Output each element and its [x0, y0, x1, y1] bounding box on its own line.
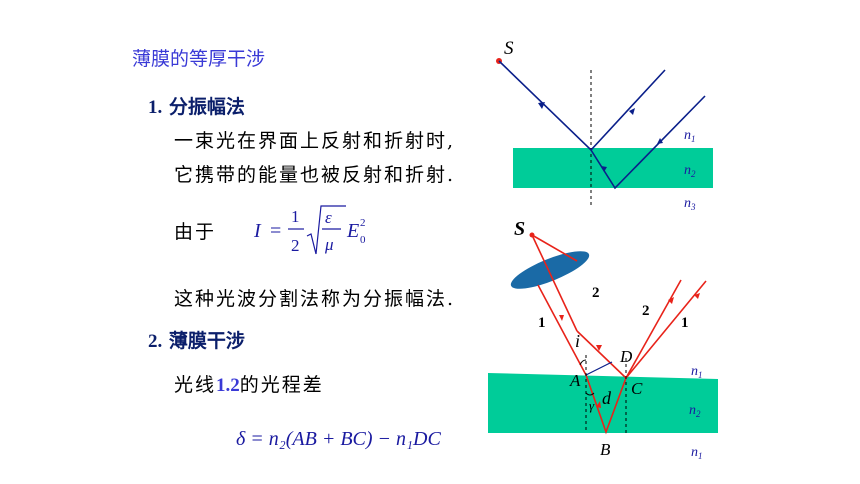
- source-point: [529, 232, 535, 238]
- formula-E-sub: 0: [360, 234, 366, 246]
- slide-title: 薄膜的等厚干涉: [132, 48, 266, 70]
- point-A-label: A: [569, 371, 581, 390]
- thickness-label: d: [602, 388, 612, 408]
- formula-root-num: ε: [325, 208, 332, 227]
- wedge-film: [488, 373, 718, 433]
- section-2-heading: 2. 薄膜干涉: [148, 326, 245, 353]
- film-layer: [513, 148, 713, 188]
- section-2-title: 薄膜干涉: [168, 330, 245, 352]
- point-D-label: D: [619, 347, 633, 366]
- n-top-label: n1: [691, 364, 703, 380]
- n-mid-label: n2: [689, 403, 701, 419]
- line5-highlight: 1.2: [216, 375, 240, 396]
- n-top-label: n1: [684, 128, 696, 144]
- formula-root-den: μ: [324, 235, 334, 254]
- ray-1-out: [625, 280, 707, 379]
- reflected-ray: [498, 60, 666, 152]
- paragraph-line-5: 光线1.2的光程差: [174, 370, 324, 397]
- paragraph-line-1: 一束光在界面上反射和折射时,: [174, 130, 456, 152]
- ray-2-to-C: [576, 330, 627, 379]
- ray-arrow-3: [601, 166, 607, 172]
- wedge-film-diagram: S 1 2 2 1 i D A C d γ B n1 n2 n1: [488, 218, 718, 461]
- line5-post: 的光程差: [239, 374, 324, 396]
- gamma-label: γ: [589, 398, 595, 413]
- because-label: 由于: [174, 221, 217, 243]
- formula2-text: δ = n₂(AB + BC) − n₁DC: [236, 428, 441, 450]
- segment-AD: [585, 361, 613, 376]
- angle-i-arc: [579, 359, 587, 366]
- ray-2-out-arrow: [668, 297, 674, 304]
- lens: [510, 251, 590, 289]
- ray-1-label: 1: [538, 315, 546, 331]
- section-2-number: 2.: [148, 331, 163, 352]
- ray-arrow-4: [657, 138, 663, 144]
- ray-1-out-arrow: [694, 293, 700, 299]
- ray-2-label: 2: [592, 285, 600, 301]
- line5-pre: 光线: [174, 374, 217, 396]
- ray-arrow-2: [629, 108, 635, 115]
- n-mid-label: n2: [684, 163, 696, 179]
- paragraph-line-2: 它携带的能量也被反射和折射.: [174, 164, 456, 186]
- ray-2-arrow: [596, 345, 602, 351]
- formula-frac-num: 1: [291, 207, 300, 226]
- section-1-number: 1.: [148, 97, 163, 118]
- angle-gamma-arc: [585, 392, 595, 396]
- ray-2-incident: [531, 234, 578, 332]
- path-difference-formula: δ = n₂(AB + BC) − n₁DC: [236, 428, 441, 450]
- formula-lhs: I: [253, 220, 262, 242]
- paragraph-line-4: 这种光波分割法称为分振幅法.: [174, 288, 456, 310]
- section-1-title: 分振幅法: [168, 96, 245, 118]
- formula-equals: =: [270, 220, 281, 242]
- n-bot-label: n3: [684, 196, 696, 212]
- angle-i-label: i: [575, 331, 580, 351]
- refracted-ray: [590, 95, 706, 190]
- formula-frac-den: 2: [291, 236, 300, 255]
- formula-E-sup: 2: [360, 217, 366, 229]
- ray-down-arrow: [596, 401, 601, 408]
- thin-film-diagram: S n1 n2 n3: [496, 38, 713, 212]
- intensity-formula: I = 1 2 ε μ E 0 2: [253, 205, 366, 255]
- source-ray-to-lens: [531, 234, 578, 262]
- section-1-heading: 1. 分振幅法: [148, 92, 245, 119]
- ray-1-incident: [537, 284, 587, 376]
- ray-1-arrow: [559, 315, 564, 321]
- n-bot-label: n1: [691, 445, 703, 461]
- ray-2-out: [625, 279, 682, 379]
- point-B-label: B: [600, 440, 611, 459]
- ray-2-out-label: 2: [642, 303, 650, 319]
- formula-E: E: [346, 220, 359, 242]
- ray-arrow-1: [538, 102, 545, 109]
- ray-1-out-label: 1: [681, 315, 689, 331]
- source-label: S: [514, 218, 525, 240]
- point-C-label: C: [631, 379, 643, 398]
- sqrt-sign: [306, 205, 346, 255]
- source-label: S: [504, 38, 514, 59]
